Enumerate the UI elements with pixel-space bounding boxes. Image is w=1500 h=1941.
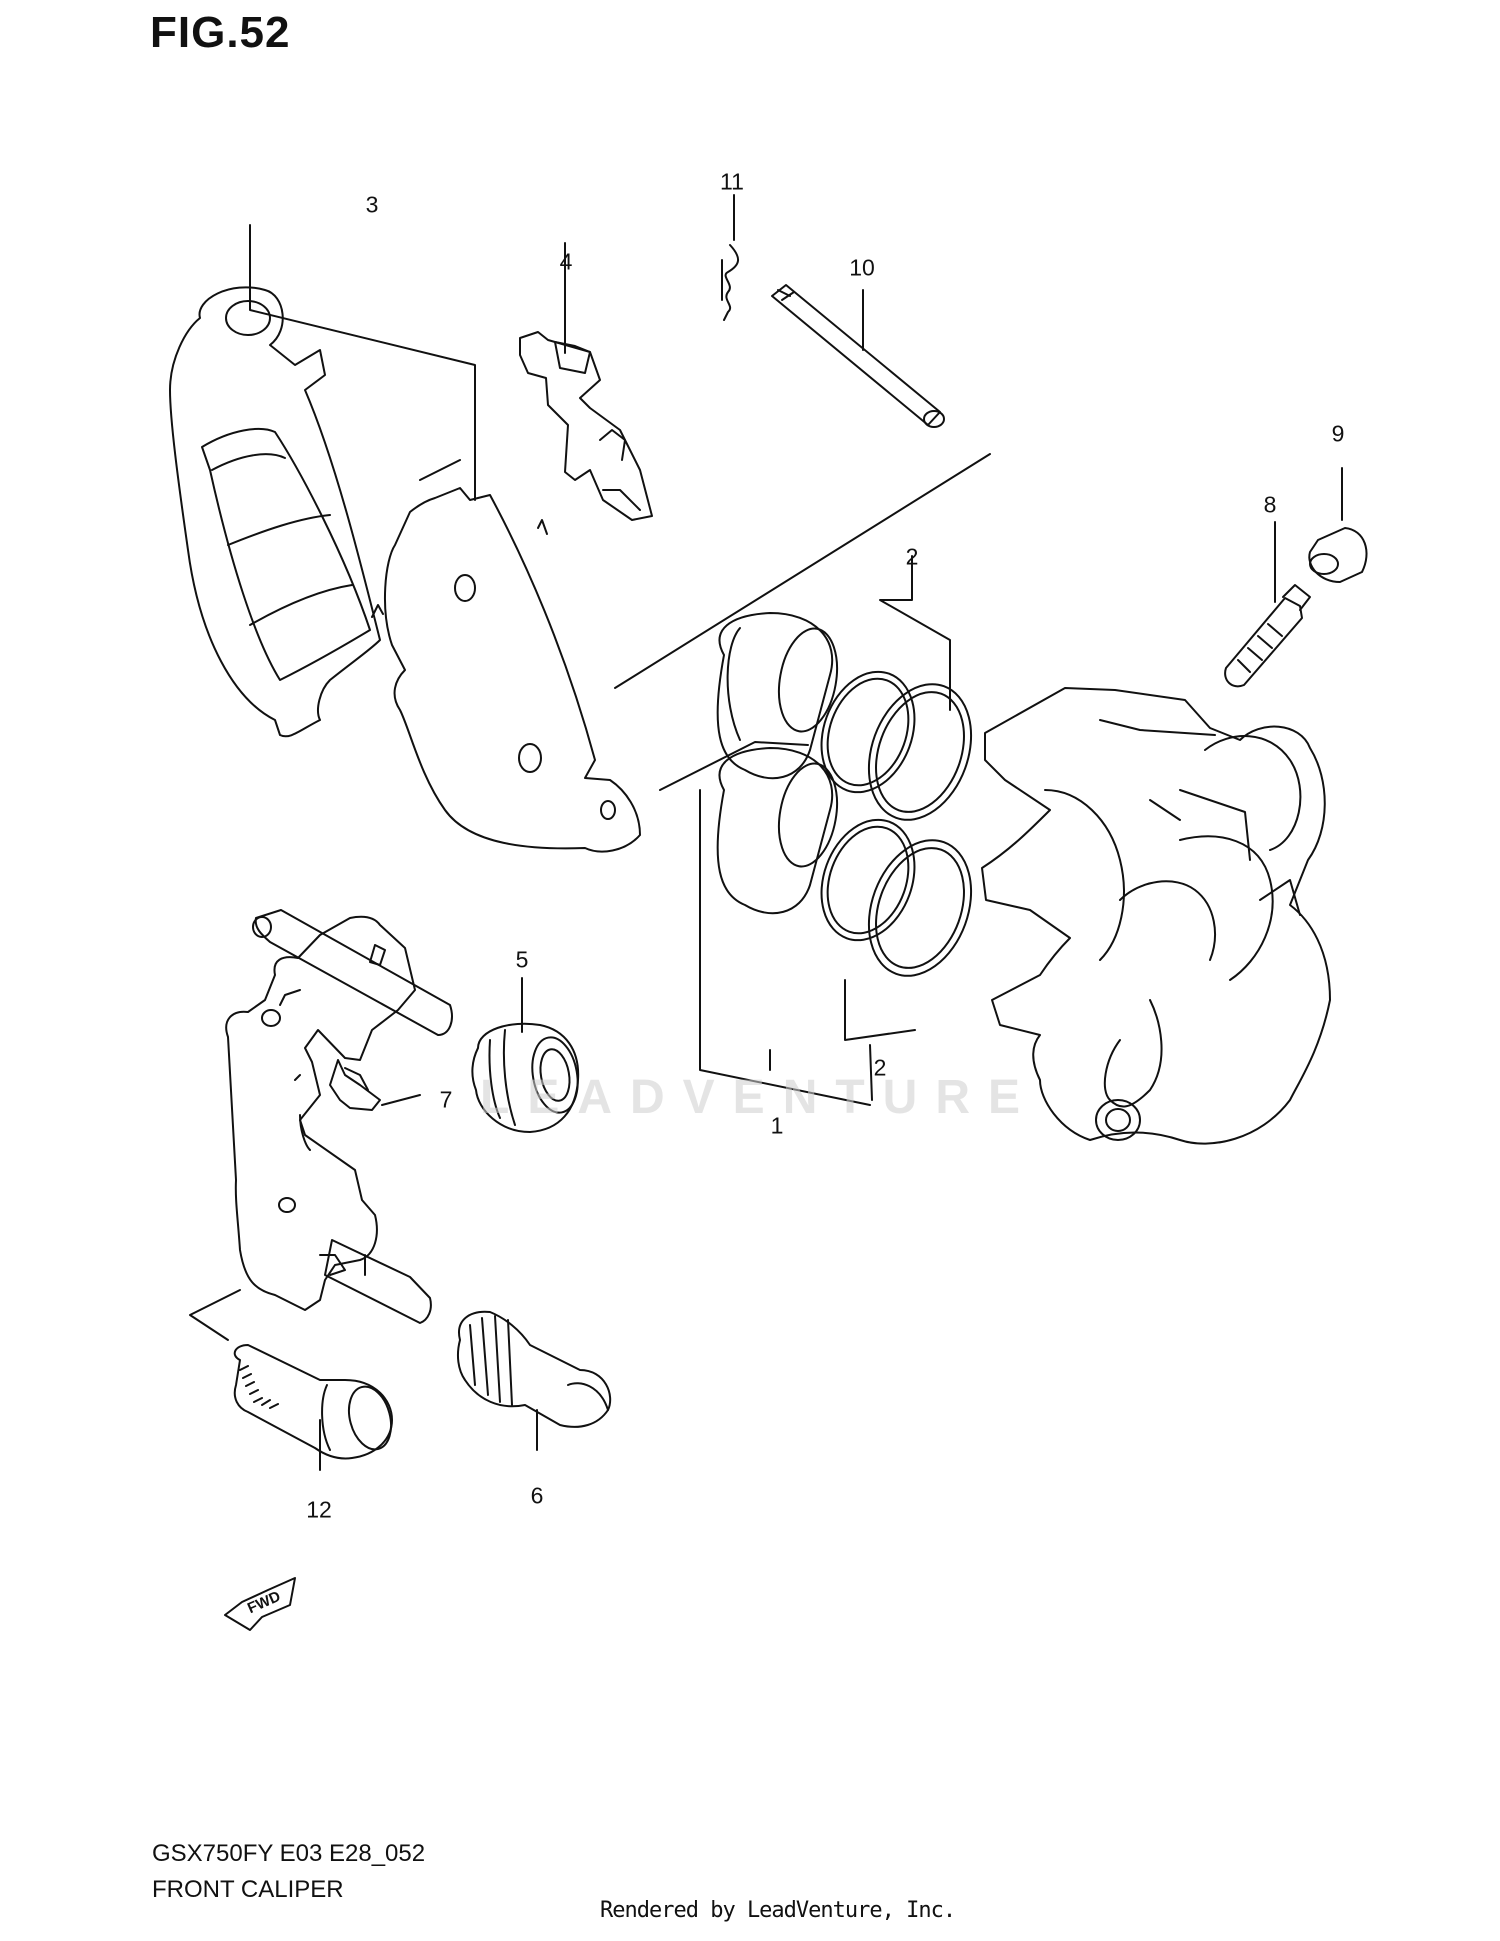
model-code: GSX750FY E03 E28_052	[152, 1840, 426, 1867]
bracket-bolt	[235, 1345, 398, 1470]
callout-2-bottom: 2	[873, 1054, 887, 1081]
callout-1: 1	[770, 1112, 784, 1139]
slide-pin	[458, 1312, 610, 1450]
pad-pin	[420, 285, 990, 688]
callout-12: 12	[306, 1496, 332, 1523]
slide-pin-boot	[472, 978, 583, 1132]
callout-4: 4	[559, 248, 573, 275]
callout-5: 5	[515, 946, 529, 973]
pistons-and-seals	[660, 556, 989, 1105]
pin-clip	[722, 195, 738, 320]
caliper-bracket	[190, 910, 452, 1340]
brake-pad-pair	[170, 225, 640, 852]
bleeder-cap	[1309, 468, 1366, 582]
watermark: LEADVENTURE	[480, 1071, 1039, 1124]
callout-11: 11	[720, 168, 744, 195]
caliper-body	[982, 688, 1330, 1144]
callout-8: 8	[1263, 491, 1277, 518]
callout-6: 6	[530, 1482, 544, 1509]
figure-title: FIG.52	[150, 8, 291, 57]
fwd-arrow	[225, 1578, 295, 1630]
pad-spring	[520, 243, 652, 520]
callout-9: 9	[1331, 420, 1345, 447]
callout-3: 3	[365, 191, 379, 218]
rendered-by-credit: Rendered by LeadVenture, Inc.	[600, 1898, 956, 1923]
bleeder-valve	[1225, 522, 1310, 686]
callout-7: 7	[439, 1086, 453, 1113]
callout-2-top: 2	[905, 543, 919, 570]
callout-10: 10	[849, 254, 875, 281]
assembly-name: FRONT CALIPER	[152, 1876, 344, 1903]
